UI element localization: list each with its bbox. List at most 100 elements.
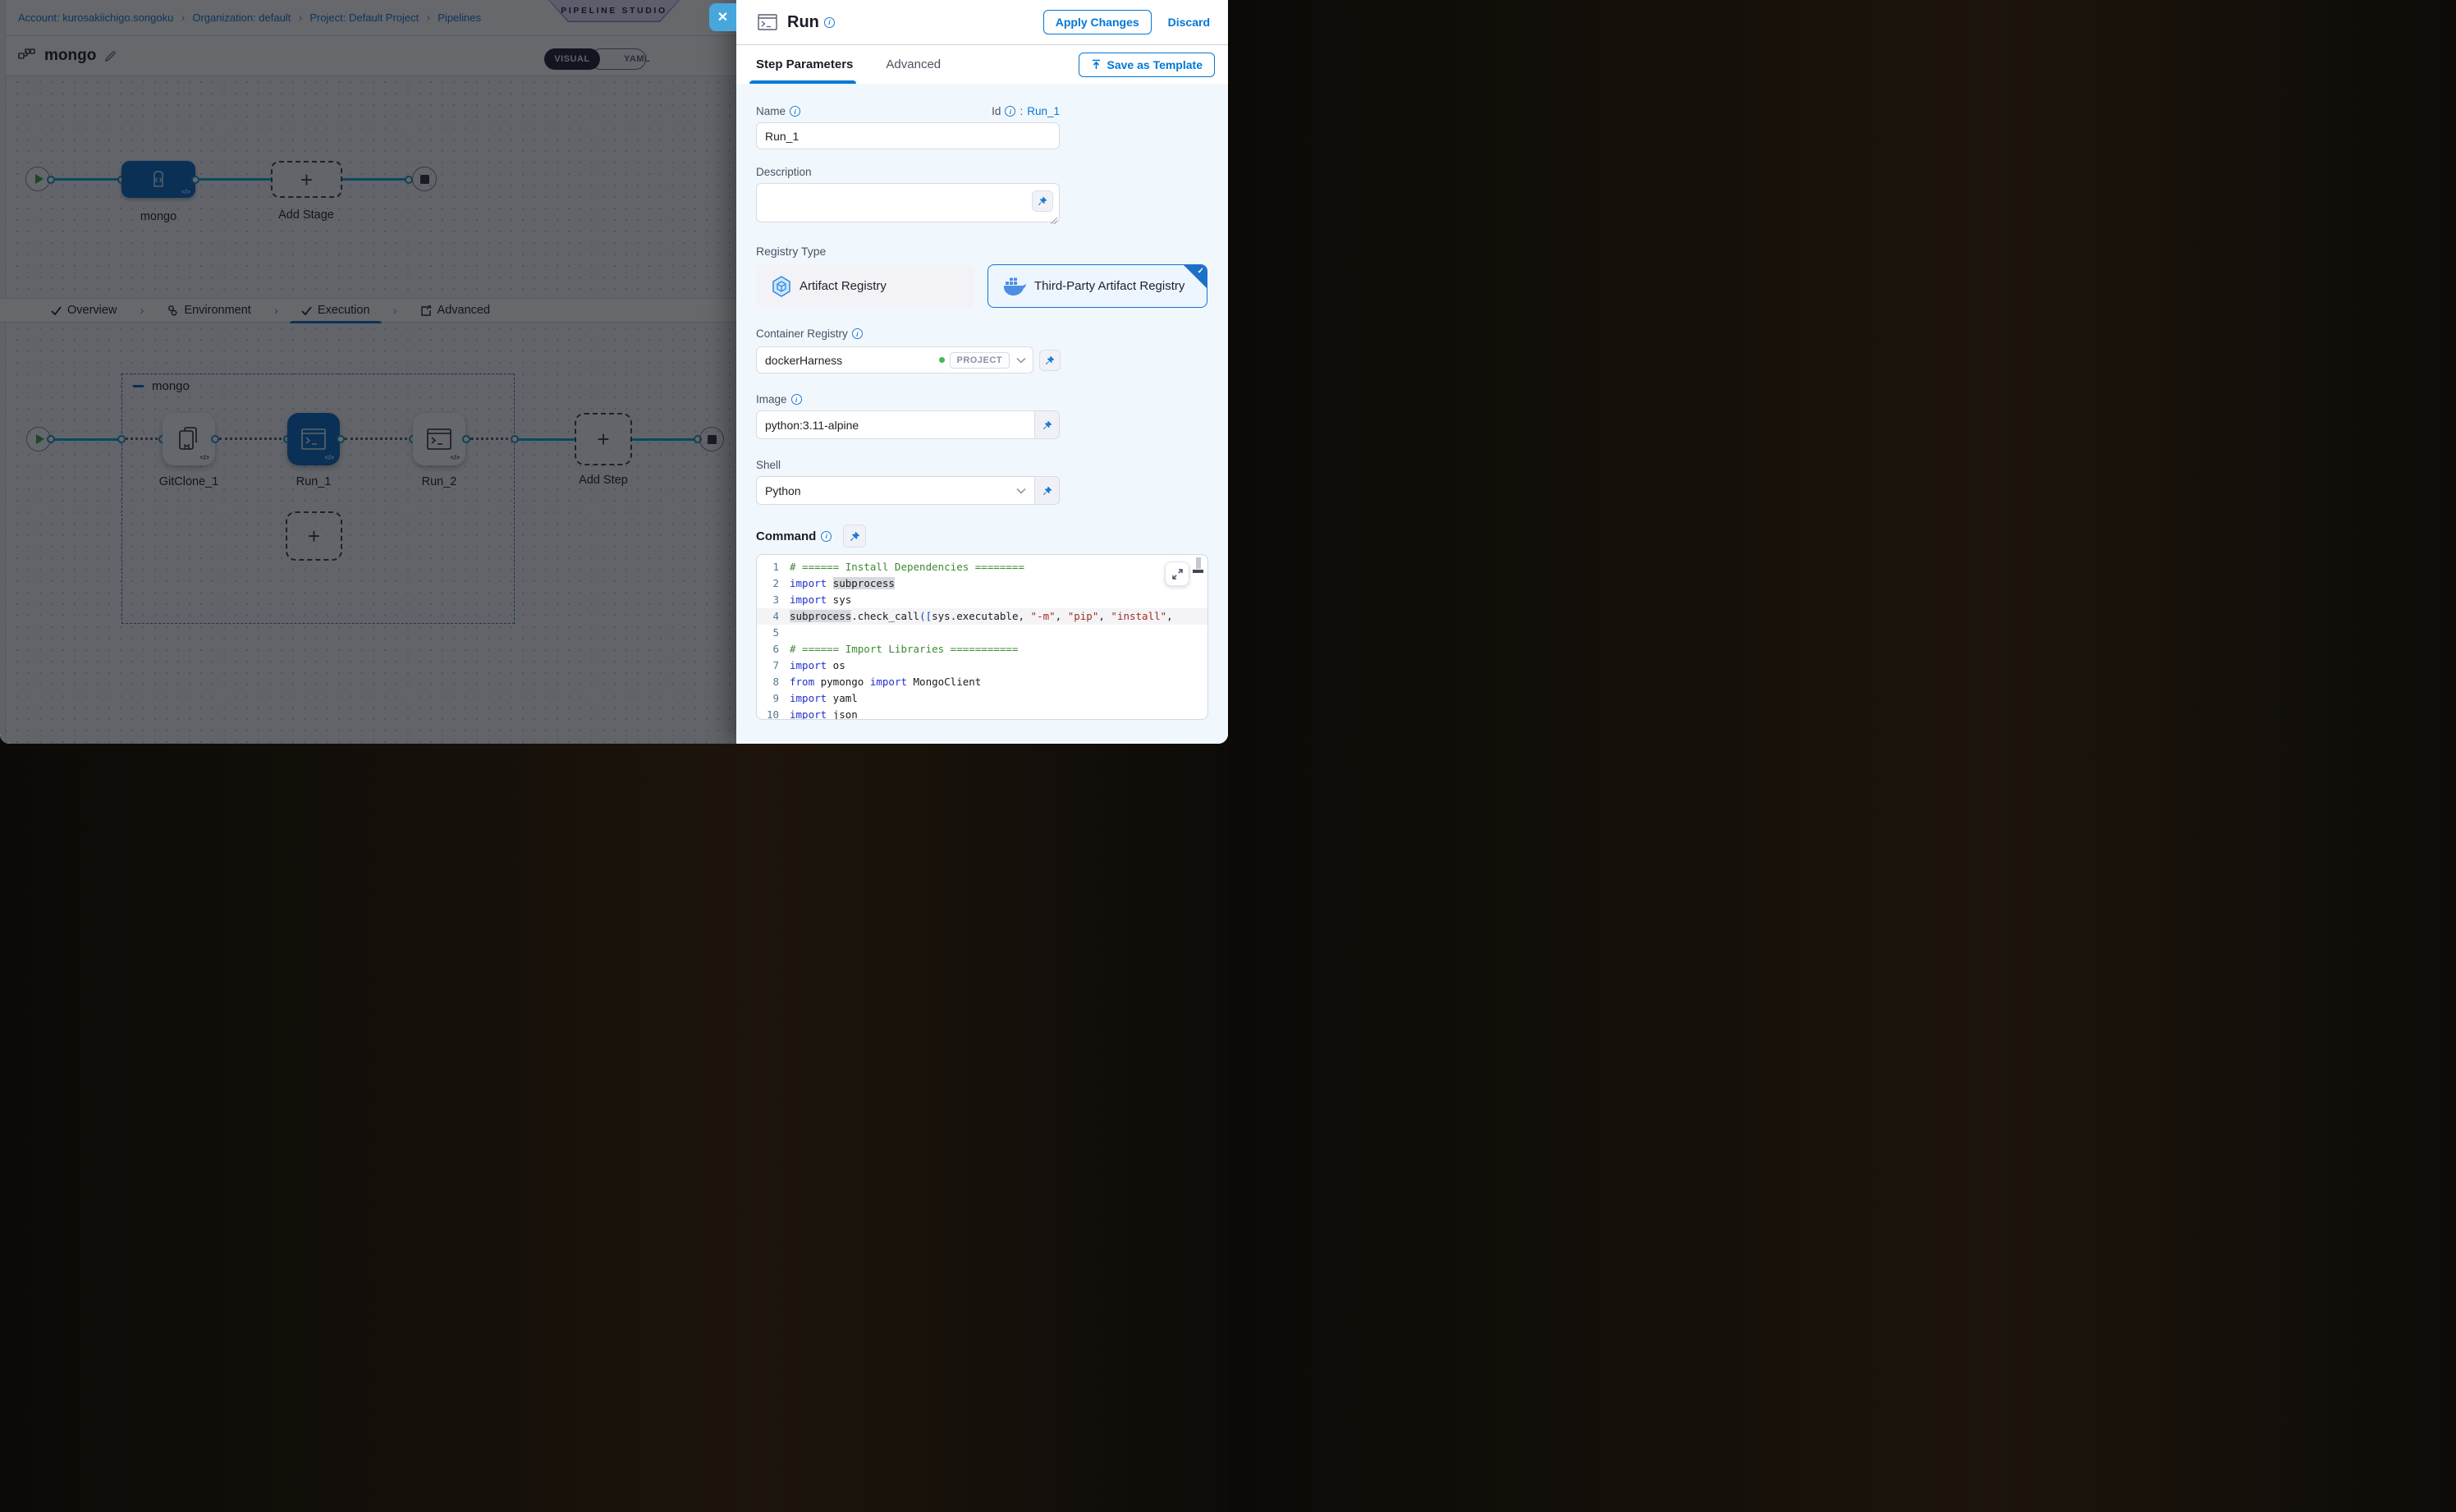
info-icon[interactable]: i: [823, 16, 835, 28]
code-text: import subprocess: [790, 577, 895, 589]
code-line[interactable]: 5: [757, 625, 1207, 641]
description-input[interactable]: [756, 183, 1060, 222]
info-icon[interactable]: i: [1005, 106, 1016, 117]
code-line[interactable]: 10 import json: [757, 707, 1207, 720]
tab-label: Step Parameters: [756, 57, 854, 71]
code-line[interactable]: 9 import yaml: [757, 690, 1207, 707]
code-line[interactable]: 2 import subprocess: [757, 575, 1207, 592]
shell-field: Python: [756, 476, 1060, 505]
shell-value: Python: [765, 483, 801, 497]
name-input[interactable]: [756, 122, 1060, 149]
code-text: import yaml: [790, 692, 858, 704]
step-type-title: Run: [787, 12, 819, 31]
line-number: 1: [772, 561, 779, 573]
image-input[interactable]: python:3.11-alpine: [765, 418, 859, 432]
option-label: Third-Party Artifact Registry: [1034, 279, 1185, 293]
drawer-header: Run i Apply Changes Discard: [736, 0, 1228, 45]
upload-icon: [1092, 59, 1100, 69]
step-id: Id i : Run_1: [992, 105, 1060, 117]
check-icon: ✓: [1197, 267, 1204, 276]
docker-icon: [1004, 277, 1026, 296]
info-icon[interactable]: i: [790, 106, 801, 117]
code-text: # ====== Import Libraries ===========: [790, 643, 1019, 655]
modal-dim-overlay[interactable]: [0, 0, 736, 744]
code-text: import sys: [790, 593, 852, 606]
shell-label: Shell: [756, 459, 781, 471]
registry-option-third-party[interactable]: Third-Party Artifact Registry ✓: [987, 264, 1207, 308]
description-field: [756, 183, 1060, 227]
step-id-value[interactable]: Run_1: [1027, 105, 1060, 117]
code-line[interactable]: 1 # ====== Install Dependencies ========: [757, 559, 1207, 575]
scope-badge: PROJECT: [949, 351, 1010, 369]
close-drawer-button[interactable]: ✕: [709, 3, 736, 31]
info-icon[interactable]: i: [790, 394, 802, 405]
discard-button[interactable]: Discard: [1167, 16, 1210, 29]
pin-icon: [850, 531, 860, 541]
pipeline-studio-window: Account: kurosakiichigo.songoku › Organi…: [0, 0, 1228, 744]
registry-option-artifact[interactable]: Artifact Registry: [756, 264, 974, 308]
code-line[interactable]: 8 from pymongo import MongoClient: [757, 674, 1207, 690]
pin-icon: [1042, 420, 1052, 429]
apply-changes-button[interactable]: Apply Changes: [1042, 10, 1152, 34]
code-line[interactable]: 6 # ====== Import Libraries ===========: [757, 641, 1207, 657]
code-line[interactable]: 7 import os: [757, 657, 1207, 674]
line-number: 6: [772, 643, 779, 655]
line-number: 2: [772, 577, 779, 589]
line-number: 5: [772, 626, 779, 639]
line-number: 7: [772, 659, 779, 671]
pin-button[interactable]: [1034, 411, 1059, 438]
info-icon[interactable]: i: [821, 530, 832, 542]
line-number: 9: [772, 692, 779, 704]
container-registry-value: dockerHarness: [765, 353, 843, 367]
tab-step-parameters[interactable]: Step Parameters: [756, 45, 853, 84]
chevron-down-icon: [1016, 488, 1026, 494]
pin-icon: [1042, 486, 1052, 495]
pin-button[interactable]: [843, 525, 867, 548]
active-tab-underline: [749, 80, 856, 84]
shell-select[interactable]: Python: [757, 477, 1034, 504]
button-label: Save as Template: [1107, 57, 1203, 71]
pin-icon: [1046, 355, 1055, 364]
registry-type-options: Artifact Registry Third-Party Artifact R…: [756, 264, 1228, 308]
code-text: from pymongo import MongoClient: [790, 676, 982, 688]
fullscreen-button[interactable]: [1165, 561, 1189, 586]
code-text: # ====== Install Dependencies ========: [790, 561, 1024, 573]
resize-handle[interactable]: [1051, 218, 1057, 224]
option-label: Artifact Registry: [800, 279, 887, 293]
code-text: import os: [790, 659, 845, 671]
expand-icon: [1171, 568, 1183, 580]
tab-label: Advanced: [886, 57, 942, 71]
line-number: 8: [772, 676, 779, 688]
line-number: 4: [772, 610, 779, 622]
step-config-drawer: ✕ Run i Apply Changes Discard Step Param…: [709, 0, 1228, 744]
pin-icon: [1038, 196, 1047, 205]
command-code: 1 # ====== Install Dependencies ======== 2…: [757, 559, 1207, 720]
pin-button[interactable]: [1034, 477, 1059, 504]
drawer-tabs: Step Parameters Advanced Save as Templat…: [736, 45, 1228, 84]
save-as-template-button[interactable]: Save as Template: [1078, 52, 1215, 77]
editor-scrollbar-thumb[interactable]: [1196, 557, 1201, 569]
command-code-editor[interactable]: 1 # ====== Install Dependencies ======== 2…: [756, 554, 1208, 720]
tab-advanced[interactable]: Advanced: [886, 45, 941, 84]
line-number: 10: [766, 708, 779, 720]
artifact-registry-icon: [772, 275, 790, 297]
terminal-icon: [758, 14, 777, 30]
chevron-down-icon: [1016, 357, 1026, 364]
code-text: subprocess.check_call([sys.executable, "…: [790, 610, 1173, 622]
connectivity-status-dot: [938, 357, 945, 363]
pin-button[interactable]: [1039, 349, 1061, 371]
code-line[interactable]: 4 subprocess.check_call([sys.executable, …: [757, 608, 1207, 625]
editor-scroll-marker: [1193, 570, 1203, 573]
pin-button[interactable]: [1032, 190, 1053, 212]
container-registry-select[interactable]: dockerHarness PROJECT: [756, 346, 1033, 373]
info-icon[interactable]: i: [851, 328, 863, 339]
description-label: Description: [756, 166, 812, 178]
code-text: import json: [790, 708, 858, 720]
registry-type-label: Registry Type: [756, 245, 827, 258]
